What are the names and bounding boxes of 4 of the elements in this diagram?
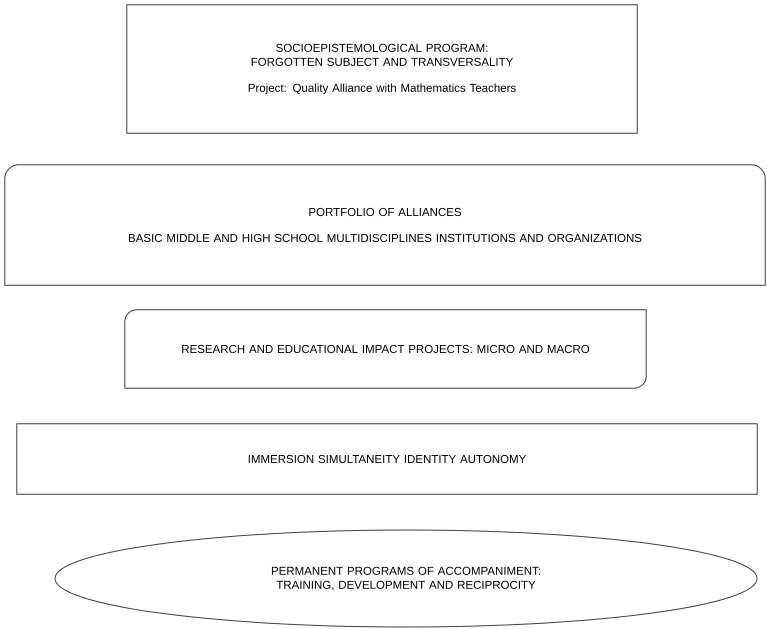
program-box: SOCIOEPISTEMOLOGICAL PROGRAM: FORGOTTEN SUBJECT AND TRANSVERSALITY Project: Quality Alliance with Mathematics Teachers xyxy=(126,4,638,134)
portfolio-box: PORTFOLIO OF ALLIANCES BASIC MIDDLE AND HIGH SCHOOL MULTIDISCIPLINES INSTITUTIONS AND ORGANIZATIONS xyxy=(4,164,766,286)
projects-box: RESEARCH AND EDUCATIONAL IMPACT PROJECTS: MICRO AND MACRO xyxy=(124,309,647,389)
principles-box: IMMERSION SIMULTANEITY IDENTITY AUTONOMY xyxy=(16,423,758,495)
